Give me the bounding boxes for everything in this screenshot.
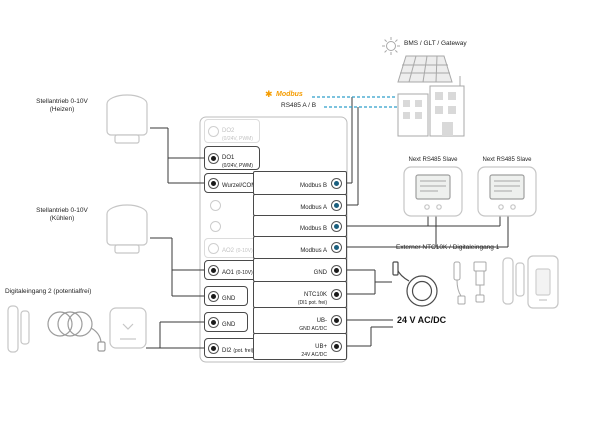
label-stellantrieb-heizen-line2: (Heizen) (49, 106, 75, 114)
label-bms-gateway: BMS / GLT / Gateway (404, 40, 467, 47)
label-stellantrieb-heizen-line1: Stellantrieb 0-10V (36, 98, 88, 105)
label-24v-supply: 24 V AC/DC (397, 315, 447, 325)
terminal-left-ao1: AO1(0-10V) (204, 260, 260, 280)
actuator-kuehlen-illustration (106, 204, 148, 254)
terminal-left-di2: DI2(pot. frei) (204, 338, 260, 358)
wire-digital-input-2 (146, 321, 206, 349)
label-rs485: RS485 A / B (281, 102, 317, 109)
modbus-star-icon: ✱ (265, 89, 273, 99)
label-externer-ntc: Externer NTC10K / Digitaleingang 1 (396, 244, 500, 251)
terminal-sublabel: 24V AC/DC (301, 351, 327, 358)
terminal-dot (331, 220, 342, 232)
label-modbus: Modbus (276, 91, 303, 98)
wire-kuehlen (150, 237, 206, 297)
terminal-sublabel: (0/24V, PWM) (222, 163, 253, 170)
terminal-dot (331, 315, 342, 326)
actuator-heizen-illustration (106, 94, 148, 144)
label-rs485-slave-1: Next RS485 Slave (408, 157, 458, 163)
terminal-right-modbus-a-2: Modbus A (253, 236, 347, 259)
terminal-circle (208, 125, 219, 137)
terminal-label: UB- (316, 317, 327, 324)
terminal-right-gnd: GND (253, 258, 347, 282)
terminal-label: DO2 (222, 128, 235, 135)
terminal-sublabel: (0-10V) (236, 270, 253, 276)
terminal-dot (331, 242, 342, 253)
terminal-label: Wurzel/COM (222, 183, 257, 189)
terminal-label: GND (222, 322, 236, 328)
terminal-label: AO1 (222, 270, 235, 276)
ntc-probe-illustration (392, 261, 438, 307)
terminal-label: Modbus A (300, 205, 327, 211)
terminal-sublabel: (0/24V, PWM) (222, 136, 253, 143)
terminal-label: GND (313, 270, 327, 276)
label-stellantrieb-kuehlen-line1: Stellantrieb 0-10V (36, 207, 88, 214)
terminal-right-modbus-a-1: Modbus A (253, 194, 347, 216)
terminal-sublabel: GND AC/DC (299, 325, 327, 332)
terminal-right-modbus-b-2: Modbus B (253, 215, 347, 237)
rs485-slave-1-illustration (403, 166, 463, 217)
terminal-left-empty-2 (210, 221, 221, 232)
terminal-label: AO2 (222, 248, 235, 254)
cable-coil-illustration (47, 311, 106, 352)
terminal-sublabel: (0-10V) (236, 248, 253, 254)
terminal-label: DO1 (222, 155, 235, 162)
terminal-left-do1: DO1(0/24V, PWM) (204, 146, 260, 170)
terminal-label: Modbus B (299, 183, 327, 189)
terminal-sublabel: (pot. frei) (233, 348, 254, 354)
door-contact-right-illustration (502, 257, 525, 305)
terminal-left-empty-1 (210, 200, 221, 211)
rs485-slave-2-illustration (477, 166, 537, 217)
label-digitaleingang-2: Digitaleingang 2 (potentialfrei) (5, 288, 92, 295)
terminal-label: UB+ (315, 343, 327, 350)
terminal-left-ao2: AO2(0-10V) (204, 238, 260, 258)
terminal-dot (208, 264, 219, 276)
wire-ntc (337, 269, 392, 295)
m12-sensor-illustration (473, 261, 487, 303)
terminal-right-modbus-b-1: Modbus B (253, 171, 347, 195)
terminal-circle (208, 242, 219, 254)
terminal-dot (208, 316, 219, 328)
label-stellantrieb-kuehlen-line2: (Kühlen) (49, 215, 75, 223)
terminal-dot (208, 342, 219, 354)
terminal-dot (331, 264, 342, 276)
wire-supply (337, 319, 393, 347)
terminal-sublabel: (DI1 pot. frei) (297, 299, 327, 306)
terminal-dot (331, 289, 342, 300)
sun-icon (382, 37, 400, 55)
terminal-label: DI2 (222, 348, 232, 354)
label-stellantrieb-heizen: Stellantrieb 0-10V (Heizen) (26, 98, 98, 115)
label-rs485-slave-2: Next RS485 Slave (482, 157, 532, 163)
terminal-left-do2: DO2(0/24V, PWM) (204, 119, 260, 143)
terminal-right-ub-minus: UB-GND AC/DC (253, 307, 347, 334)
terminal-label: NTC10K (303, 291, 327, 298)
terminal-label: GND (222, 296, 236, 302)
terminal-dot (208, 152, 219, 164)
door-contact-left-illustration (7, 305, 30, 353)
label-stellantrieb-kuehlen: Stellantrieb 0-10V (Kühlen) (26, 207, 98, 224)
wires-left (146, 127, 206, 349)
terminal-left-gnd-1: GND (204, 286, 248, 306)
wire-rs485-slaves (337, 216, 509, 248)
terminal-right-ntc10k: NTC10K(DI1 pot. frei) (253, 281, 347, 308)
bms-building-illustration (397, 55, 465, 137)
wire-heizen (150, 127, 206, 184)
terminal-dot (331, 177, 342, 189)
room-sensor-illustration (109, 307, 147, 349)
terminal-left-gnd-2: GND (204, 312, 248, 332)
terminal-label: Modbus A (300, 247, 327, 254)
terminal-right-ub-plus: UB+24V AC/DC (253, 333, 347, 360)
terminal-dot (331, 341, 342, 352)
terminal-dot (331, 199, 342, 211)
cable-probe-illustration (453, 261, 466, 305)
card-switch-illustration (527, 255, 559, 309)
terminal-dot (208, 177, 219, 189)
terminal-label: Modbus B (299, 226, 327, 232)
terminal-dot (208, 290, 219, 302)
